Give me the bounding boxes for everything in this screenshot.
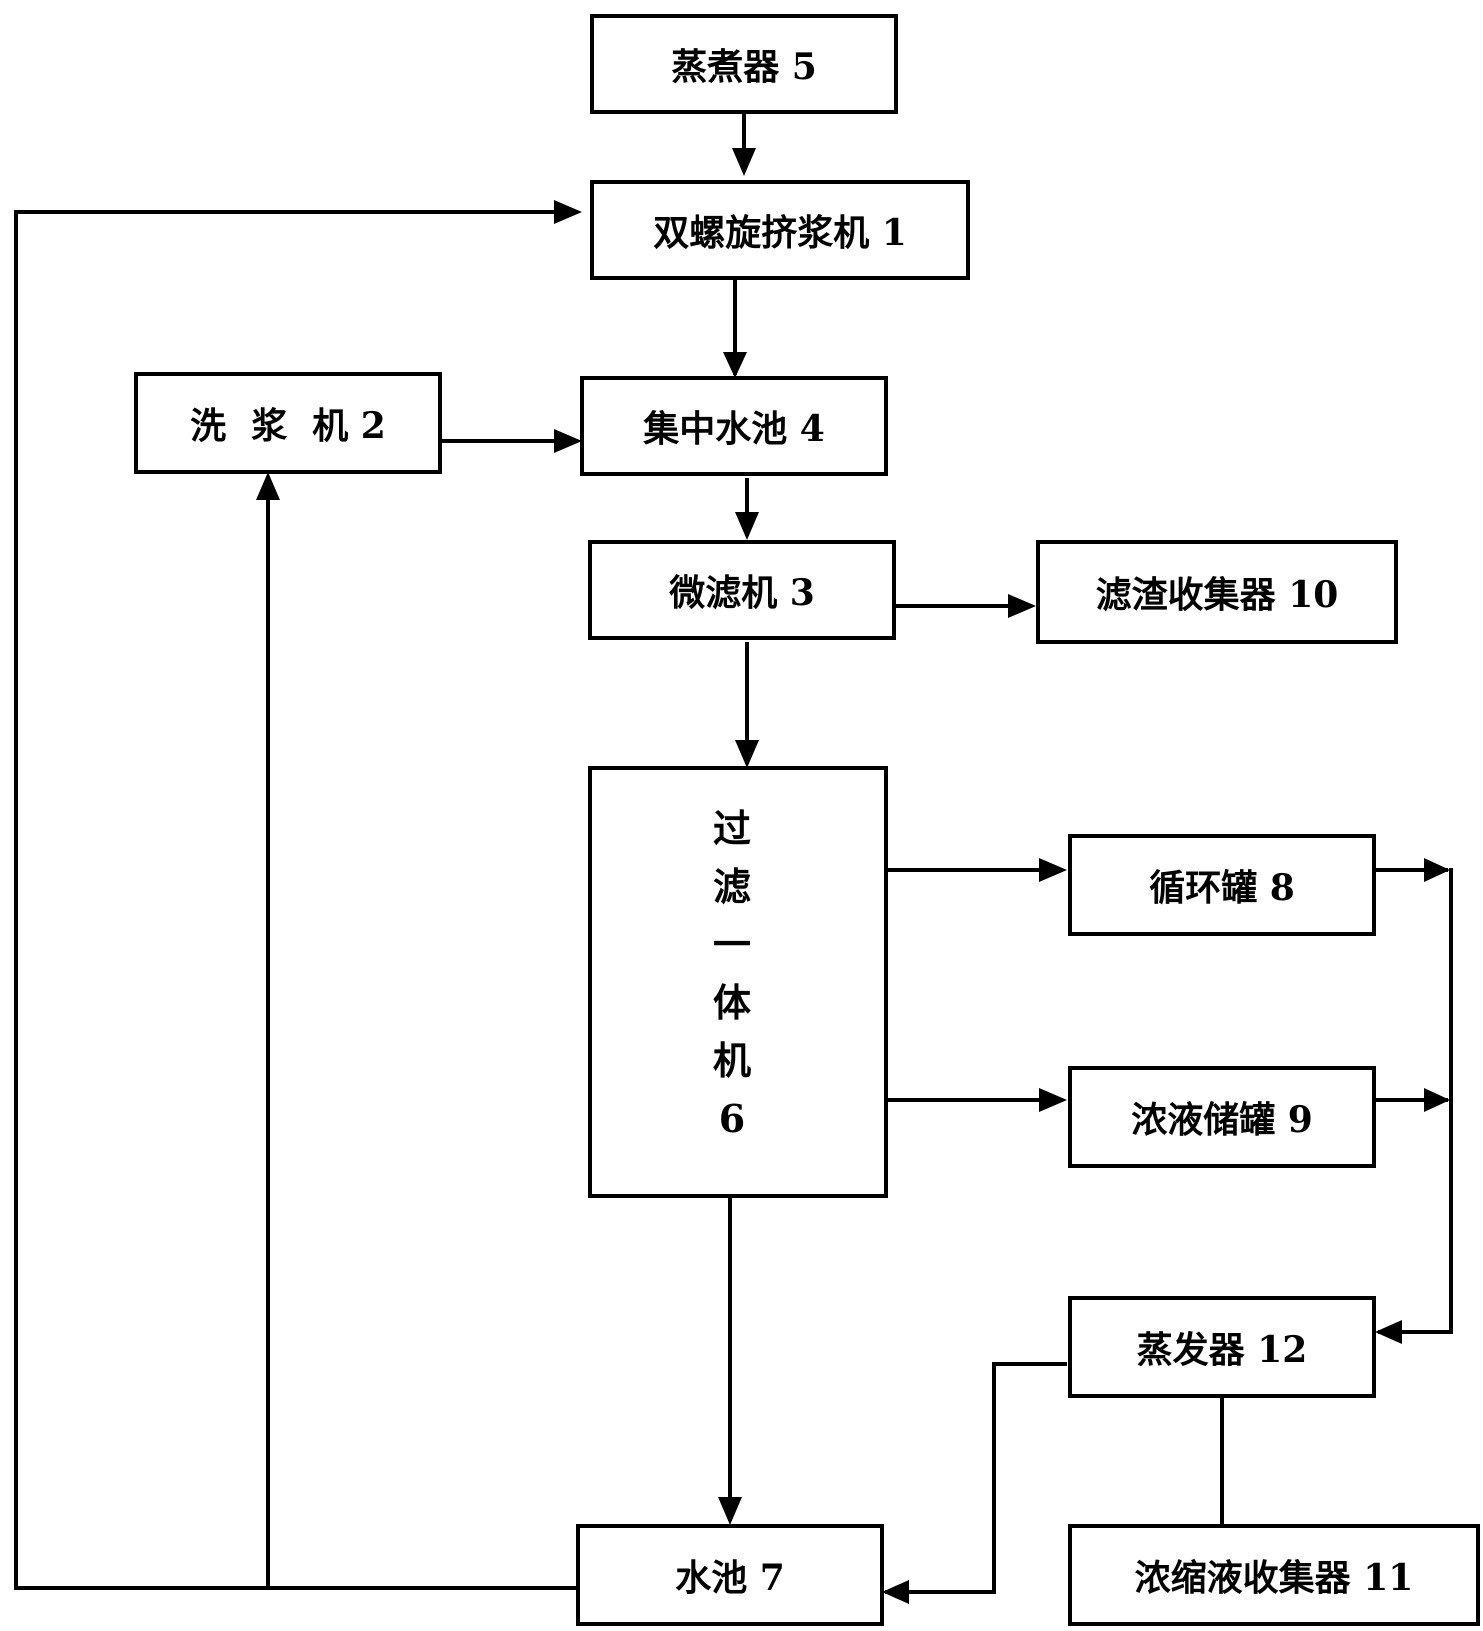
steamer-node: 蒸煮器 5	[590, 14, 898, 114]
arrowhead-up	[256, 472, 280, 500]
edge-bus-to-evaporator	[1378, 868, 1453, 1334]
micro-filter-node: 微滤机 3	[588, 540, 896, 640]
arrowhead-left	[1375, 1320, 1402, 1344]
arrowhead-right	[1424, 858, 1450, 882]
arrowhead-right	[1008, 594, 1036, 618]
concentrate-tank-node: 浓液储罐 9	[1068, 1066, 1376, 1168]
arrowhead-right	[554, 429, 582, 453]
central-pool-node: 集中水池 4	[580, 376, 888, 476]
filter-unit-label: 过 滤 一 体 机 6	[712, 806, 751, 1141]
arrowhead-right	[1039, 1088, 1067, 1112]
arrowhead-right	[1039, 858, 1067, 882]
arrowhead-down	[718, 1497, 742, 1525]
concentrate-collector-node: 浓缩液收集器 11	[1068, 1524, 1480, 1626]
arrowhead-down	[735, 512, 759, 540]
arrowhead-down	[735, 740, 759, 768]
arrowhead-left	[882, 1580, 909, 1604]
twin-screw-press-node: 双螺旋挤浆机 1	[590, 180, 970, 280]
edge-water-pool-to-press	[14, 210, 578, 1590]
water-pool-node: 水池 7	[576, 1524, 884, 1626]
evaporator-node: 蒸发器 12	[1068, 1296, 1376, 1398]
residue-collector-node: 滤渣收集器 10	[1036, 540, 1398, 644]
arrowhead-right	[1424, 1088, 1450, 1112]
pulp-washer-node: 洗 浆 机 2	[134, 372, 442, 474]
edge-evaporator-to-water-pool	[885, 1362, 1067, 1594]
filter-unit-node: 过 滤 一 体 机 6	[588, 766, 888, 1198]
circulation-tank-node: 循环罐 8	[1068, 834, 1376, 936]
arrowhead-down	[723, 352, 747, 378]
arrowhead-down	[732, 148, 756, 176]
arrowheads	[256, 148, 1450, 1604]
arrowhead-right	[554, 200, 582, 224]
